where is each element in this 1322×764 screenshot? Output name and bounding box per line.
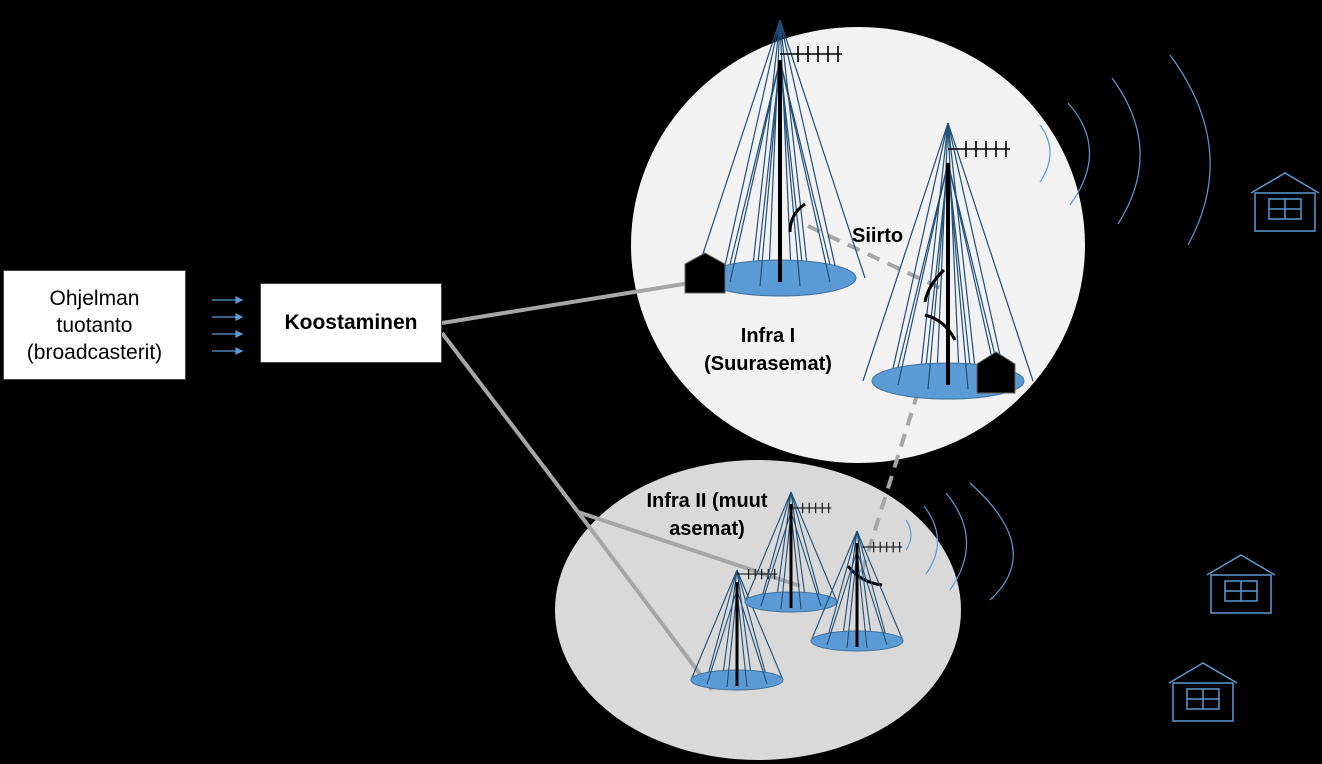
house-icon — [1206, 554, 1276, 614]
infra2-line-2: asemat) — [669, 518, 745, 540]
radio-wave-icon — [905, 482, 1014, 601]
house-icon — [1168, 662, 1238, 722]
production-line-2: tuotanto — [56, 313, 133, 337]
arrow-icon — [212, 296, 244, 355]
house-icon — [1250, 172, 1320, 232]
equipment-building-icon — [684, 252, 1016, 394]
program-production-box: Ohjelman tuotanto (broadcasterit) — [3, 270, 186, 380]
infra1-line-1: Infra I — [740, 325, 796, 347]
radio-wave-icon — [1039, 54, 1211, 246]
infra1-circle — [631, 27, 1085, 463]
transfer-label: Siirto — [852, 225, 904, 247]
infra2-label: Infra II (muut asemat) — [622, 487, 792, 543]
infra1-line-2: (Suurasemat) — [704, 353, 832, 375]
assembly-box: Koostaminen — [260, 283, 442, 363]
infra2-circle — [555, 460, 961, 760]
production-line-1: Ohjelman — [49, 286, 140, 310]
assembly-label: Koostaminen — [284, 311, 418, 334]
infra2-line-1: Infra II (muut — [646, 490, 768, 512]
connection-lines — [440, 281, 801, 692]
dish-arc-icon — [788, 202, 957, 587]
infra1-label: Infra I (Suurasemat) — [668, 322, 868, 378]
production-line-3: (broadcasterit) — [26, 340, 163, 364]
